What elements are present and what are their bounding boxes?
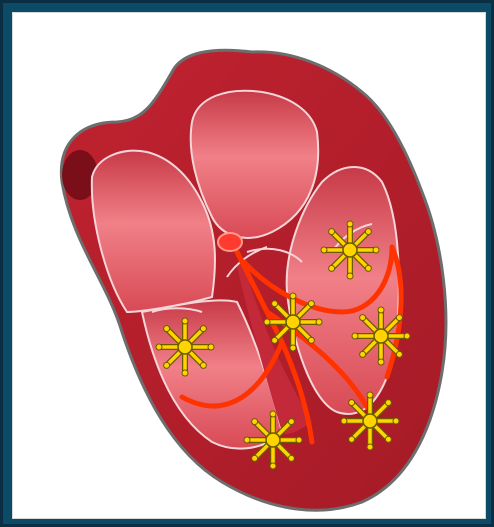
diagram-panel [12,12,486,519]
depolarization-star [264,293,322,351]
depolarization-star [341,392,399,450]
depolarization-star [156,318,214,376]
depolarization-star [244,411,302,469]
sinoatrial-node [218,233,242,251]
depolarization-star [352,307,410,365]
depolarization-star [321,221,379,279]
heart-diagram [12,12,486,519]
